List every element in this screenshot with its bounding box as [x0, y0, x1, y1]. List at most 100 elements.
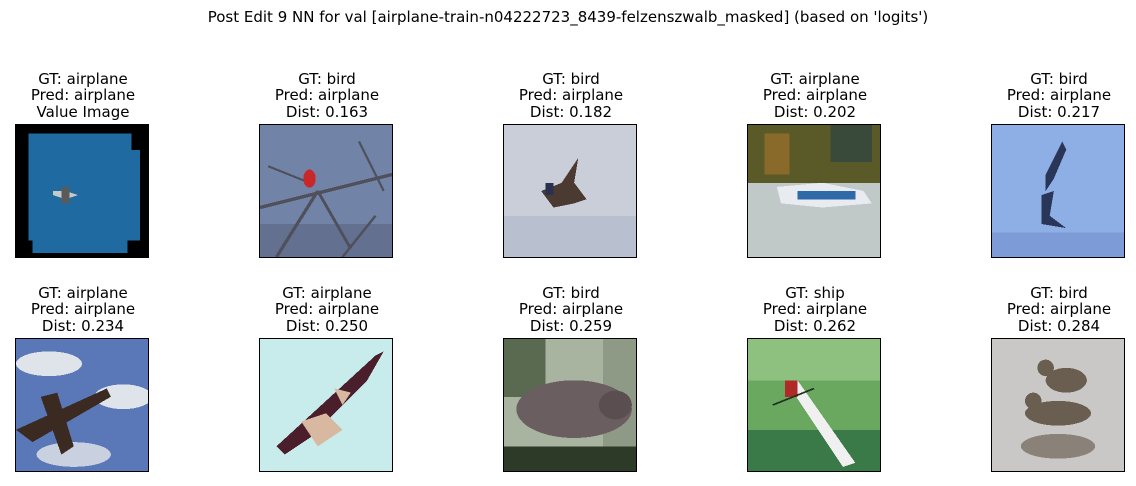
reflection — [1020, 433, 1096, 459]
jet-wing — [301, 413, 343, 447]
bird-flying-over-snow — [504, 125, 636, 257]
branch — [341, 214, 377, 257]
red-bird — [303, 169, 316, 188]
panel-pred-label: Pred: airplane — [274, 300, 380, 318]
panel-third-label: Dist: 0.262 — [773, 316, 857, 335]
masked-airplane-blue-sky — [16, 125, 148, 257]
bird-two-head — [1025, 392, 1042, 410]
panel-pred-label: Pred: airplane — [518, 300, 624, 318]
bird-one-head — [1037, 359, 1054, 377]
thumbnail-image — [15, 338, 149, 472]
cloud — [16, 351, 82, 377]
panel-pred-label: Pred: airplane — [274, 86, 380, 104]
panel-third-label: Dist: 0.250 — [285, 316, 369, 335]
panel-gt-label: GT: airplane — [770, 69, 860, 88]
panel-pred-label: Pred: airplane — [30, 86, 136, 104]
autumn-trees — [764, 133, 790, 175]
panel-gt-label: GT: airplane — [282, 283, 372, 302]
jet-body — [276, 351, 384, 455]
airplane-wing — [40, 392, 74, 455]
bird-head — [598, 390, 632, 420]
thumbnail-image — [991, 338, 1125, 472]
jet-detail — [334, 388, 351, 405]
seaplane-near-trees — [748, 125, 880, 257]
bird-body — [516, 380, 632, 438]
rowing-boat-green-water — [748, 339, 880, 471]
panel-pred-label: Pred: airplane — [1006, 300, 1112, 318]
bird-reflection — [1041, 191, 1067, 229]
lower-sky — [260, 224, 392, 257]
dark-water — [748, 429, 880, 471]
water — [992, 232, 1124, 257]
figure-title: Post Edit 9 NN for val [airplane-train-n… — [207, 8, 929, 26]
panel-gt-label: GT: bird — [542, 283, 600, 302]
panel-third-label: Dist: 0.182 — [529, 102, 613, 121]
two-birds-on-water — [992, 339, 1124, 471]
panel-third-label: Dist: 0.284 — [1017, 316, 1101, 335]
thumbnail-image — [503, 124, 637, 258]
light-water — [748, 339, 880, 381]
thumbnail-image — [747, 338, 881, 472]
panel-gt-label: GT: bird — [298, 69, 356, 88]
panel-pred-label: Pred: airplane — [762, 86, 868, 104]
oar — [772, 387, 815, 406]
bird-reflection-blue — [992, 125, 1124, 257]
thumbnail-image — [259, 338, 393, 472]
panel-pred-label: Pred: airplane — [1006, 86, 1112, 104]
ground — [504, 446, 636, 471]
panel-third-label: Dist: 0.259 — [529, 316, 613, 335]
thumbnail-image — [503, 338, 637, 472]
airplane-silhouette-cloudy-sky — [16, 339, 148, 471]
bird-one — [1045, 367, 1087, 393]
panel-gt-label: GT: bird — [1030, 283, 1088, 302]
branch — [260, 172, 392, 210]
snow-ground — [504, 215, 636, 257]
bird-upper — [1045, 141, 1067, 191]
panel-gt-label: GT: airplane — [38, 283, 128, 302]
panel-third-label: Dist: 0.234 — [41, 316, 125, 335]
panel-third-label: Value Image — [36, 102, 130, 121]
thumbnail-image — [747, 124, 881, 258]
bird-two — [1025, 400, 1091, 426]
branch — [267, 165, 310, 184]
panel-gt-label: GT: airplane — [38, 69, 128, 88]
red-bird-on-branches — [260, 125, 392, 257]
cloud — [36, 442, 111, 467]
panel-third-label: Dist: 0.163 — [285, 102, 369, 121]
panel-gt-label: GT: bird — [1030, 69, 1088, 88]
branch — [275, 190, 320, 257]
thumbnail-image — [991, 124, 1125, 258]
panel-pred-label: Pred: airplane — [518, 86, 624, 104]
panel-pred-label: Pred: airplane — [30, 300, 136, 318]
branch — [358, 141, 385, 192]
rower-red — [785, 380, 798, 397]
thumbnail-image — [15, 124, 149, 258]
airplane-wing — [61, 186, 70, 204]
cloud — [94, 384, 148, 410]
panel-pred-label: Pred: airplane — [762, 300, 868, 318]
jet-on-cyan-sky — [260, 339, 392, 471]
seaplane-stripe — [797, 191, 856, 200]
boat-hull — [785, 380, 856, 467]
panel-gt-label: GT: ship — [785, 283, 845, 302]
panel-gt-label: GT: bird — [542, 69, 600, 88]
bird-head — [545, 182, 554, 196]
dark-trees — [830, 125, 872, 163]
